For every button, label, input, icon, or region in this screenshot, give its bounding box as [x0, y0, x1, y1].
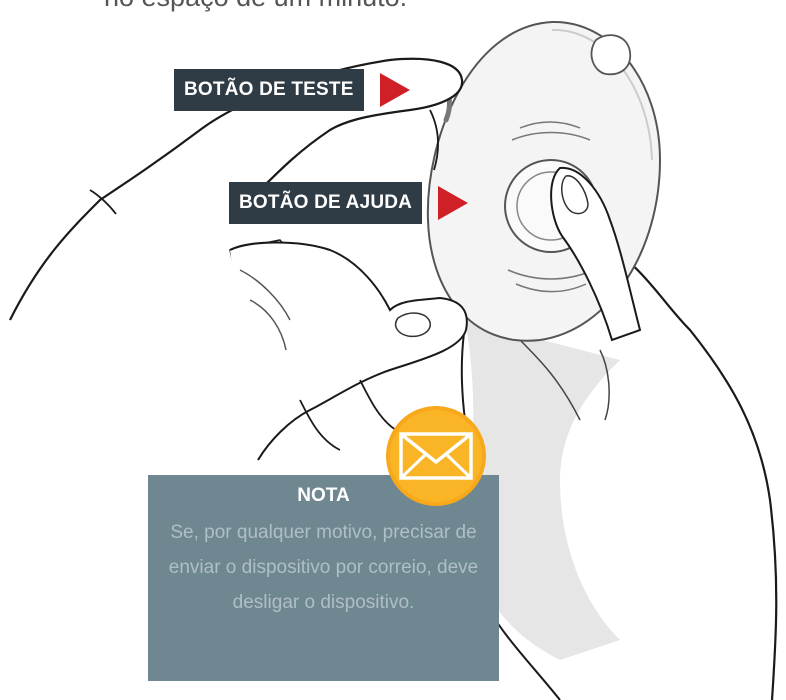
right-triangle-arrow-icon: [438, 186, 469, 220]
test-button-callout: BOTÃO DE TESTE: [174, 69, 410, 111]
note-body: Se, por qualquer motivo, precisar de env…: [168, 522, 479, 613]
right-triangle-arrow-icon: [379, 73, 410, 107]
note-box: NOTA Se, por qualquer motivo, precisar d…: [148, 475, 499, 681]
envelope-icon: [386, 406, 486, 506]
intro-text-fragment: no espaço de um minuto.: [104, 0, 407, 13]
note-title: NOTA: [297, 485, 350, 506]
help-button-callout: BOTÃO DE AJUDA: [229, 182, 469, 224]
help-button-label: BOTÃO DE AJUDA: [229, 182, 423, 224]
test-button-label: BOTÃO DE TESTE: [174, 69, 364, 111]
